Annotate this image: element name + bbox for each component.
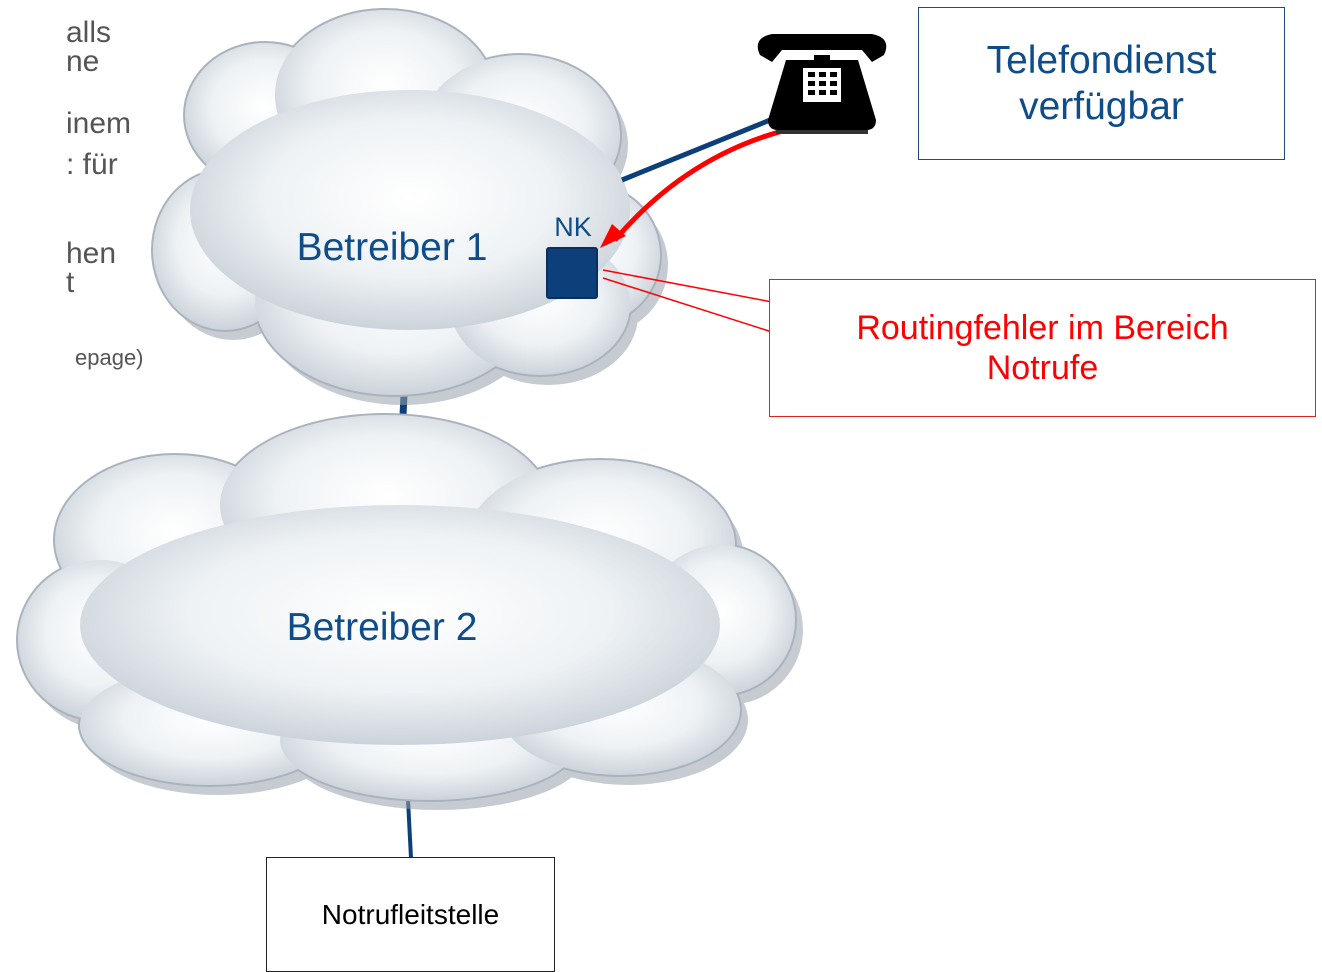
cloud-betreiber-2 — [16, 413, 803, 810]
background-text-fragment: inem — [66, 107, 132, 140]
cloud-betreiber-1 — [151, 8, 668, 405]
telefondienst-box: Telefondienst verfügbar — [918, 7, 1285, 160]
telefondienst-line2: verfügbar — [1019, 84, 1184, 128]
telefondienst-line1: Telefondienst — [986, 38, 1217, 82]
background-text-fragment: : für — [66, 148, 118, 181]
background-text-fragment: epage) — [75, 345, 144, 370]
desk-telephone-icon — [757, 34, 887, 134]
routing-error-box: Routingfehler im Bereich Notrufe — [769, 279, 1316, 417]
link-cloud2-notrufleitstelle — [406, 799, 413, 859]
notrufleitstelle-label: Notrufleitstelle — [321, 898, 500, 930]
cloud-label-betreiber-2: Betreiber 2 — [287, 606, 478, 649]
callout-line-lower — [602, 277, 773, 333]
nk-node-label: NK — [554, 212, 592, 242]
cloud-label-betreiber-1: Betreiber 1 — [297, 226, 488, 269]
link-phone-cloud1 — [621, 109, 791, 183]
red-arrow-head — [600, 224, 626, 248]
routing-error-line2: Notrufe — [986, 349, 1099, 387]
background-text-fragment: hen — [66, 237, 117, 270]
background-text-fragment: t — [66, 266, 75, 299]
routing-error-line1: Routingfehler im Bereich — [856, 309, 1229, 347]
notrufleitstelle-box: Notrufleitstelle — [266, 857, 555, 972]
background-text-fragment: alls — [66, 16, 112, 49]
callout-line-upper — [602, 269, 773, 303]
background-text-fragment: ne — [66, 45, 100, 78]
nk-node-icon — [546, 247, 598, 299]
